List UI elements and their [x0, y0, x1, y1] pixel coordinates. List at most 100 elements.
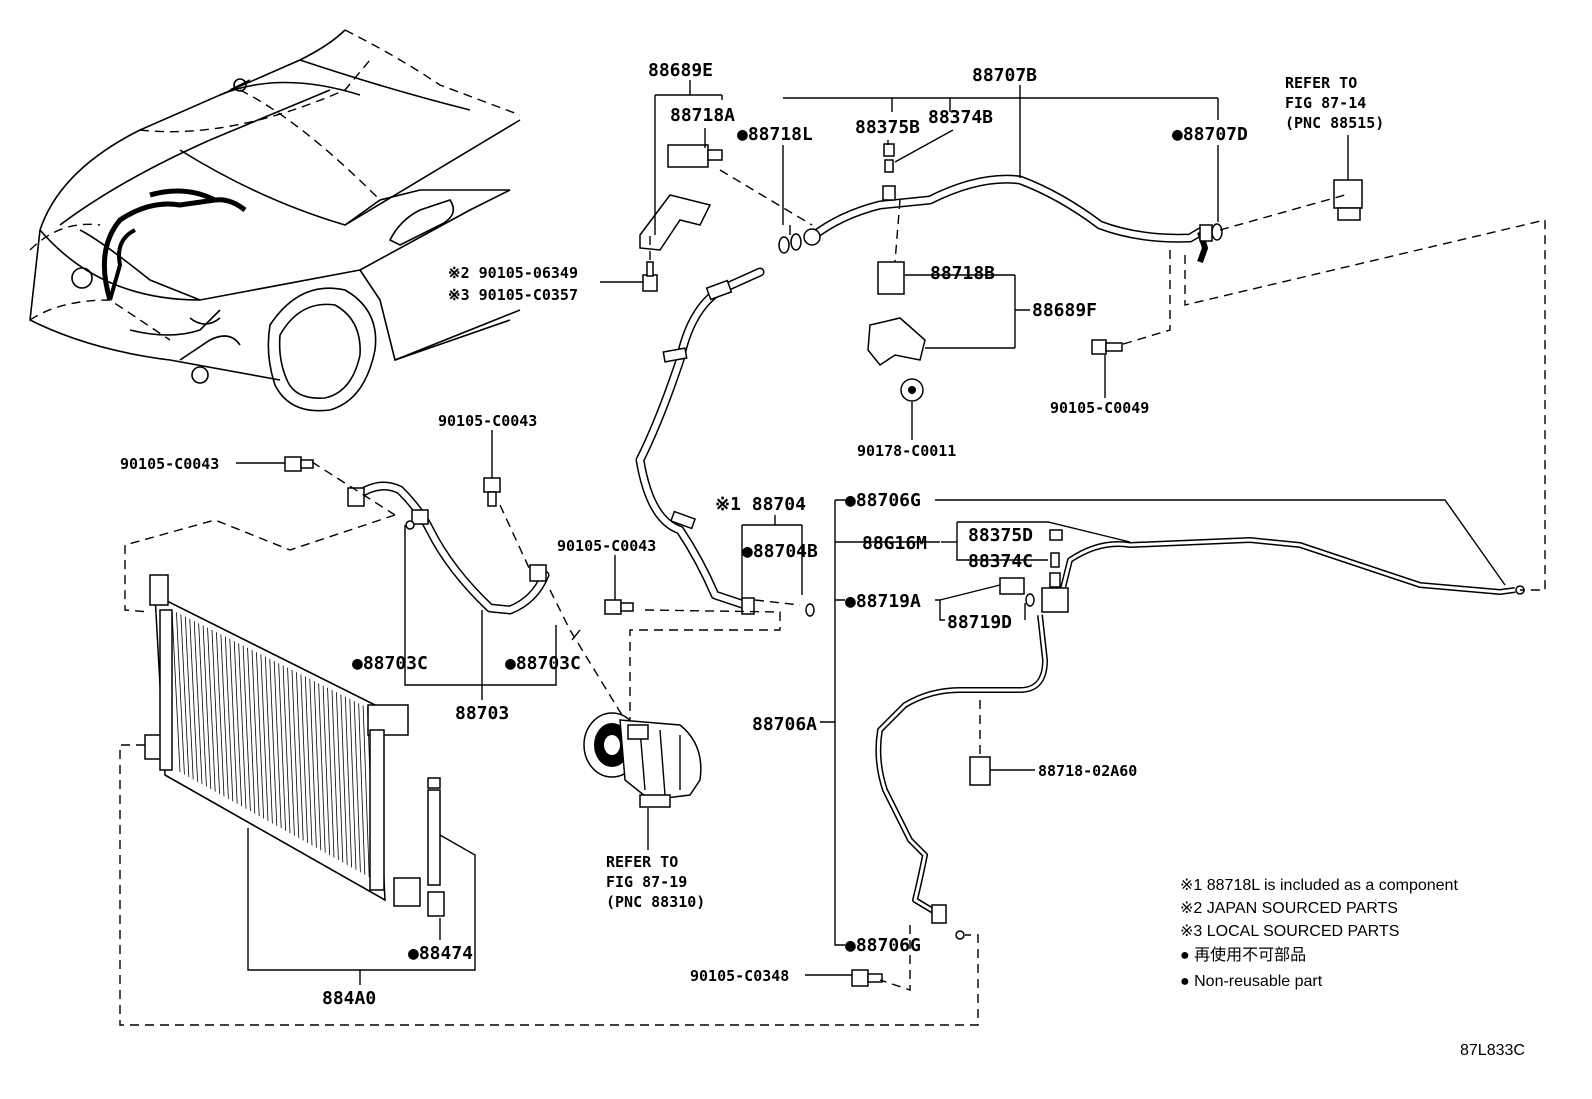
condenser-fin	[362, 705, 370, 878]
label-88718l: ●88718L	[737, 124, 813, 145]
condenser-fin	[300, 674, 308, 843]
label-88704b: ●88704B	[742, 541, 818, 562]
condenser-fin	[331, 689, 339, 861]
note-1: ※1 88718L is included as a component	[1180, 877, 1458, 894]
condenser-fin	[256, 652, 264, 819]
condenser-fin	[247, 647, 256, 814]
condenser-fin	[202, 625, 212, 790]
label-884a0: 884A0	[322, 988, 376, 1009]
label-90105-c0043-left: 90105-C0043	[120, 455, 219, 473]
figure-code: 87L833C	[1460, 1042, 1525, 1059]
refer-88515-line3: (PNC 88515)	[1285, 114, 1384, 132]
condenser-fin	[216, 632, 225, 797]
condenser-fin	[287, 667, 295, 836]
assembly-dashed-lines	[119, 169, 1546, 1026]
condenser-fin	[184, 616, 194, 780]
label-90105-c0348: 90105-C0348	[690, 967, 789, 985]
discharge-hose-88703	[347, 481, 550, 615]
condenser-fin	[278, 663, 286, 831]
condenser-fin	[273, 661, 282, 829]
condenser-fin	[260, 654, 269, 821]
refer-88310-line2: FIG 87-19	[606, 873, 687, 891]
label-88704: ※1 88704	[715, 494, 806, 515]
label-88718-02a60: 88718-02A60	[1038, 762, 1137, 780]
legend-notes: ※1 88718L is included as a component ※2 …	[1180, 877, 1458, 990]
label-88706a: 88706A	[752, 714, 817, 735]
refer-88310-line3: (PNC 88310)	[606, 893, 705, 911]
condenser-fin	[336, 692, 344, 863]
vehicle-illustration	[29, 29, 521, 412]
condenser-884a0	[144, 574, 445, 917]
condenser-fin	[180, 614, 190, 777]
note-5: ● Non-reusable part	[1180, 973, 1323, 990]
label-88374c: 88374C	[968, 551, 1033, 572]
condenser-fin	[282, 665, 291, 834]
label-90105-c0043-mid: 90105-C0043	[438, 412, 537, 430]
condenser-fin	[291, 669, 300, 839]
condenser-fin	[171, 609, 181, 773]
label-88718a: 88718A	[670, 105, 735, 126]
condenser-fin	[211, 629, 220, 795]
brackets-and-fasteners	[284, 143, 1363, 987]
condenser-fin	[189, 618, 198, 782]
condenser-fin	[340, 694, 348, 865]
suction-hose-88707b	[803, 174, 1213, 264]
condenser-fin	[238, 643, 247, 809]
label-88689e: 88689E	[648, 60, 713, 81]
suction-hose-88704	[635, 267, 765, 615]
label-88707b: 88707B	[972, 65, 1037, 86]
condenser-fin	[313, 681, 322, 851]
label-88689f: 88689F	[1032, 300, 1097, 321]
label-88703: 88703	[455, 703, 509, 724]
label-88706g-top: ●88706G	[845, 490, 921, 511]
label-90178-c0011: 90178-C0011	[857, 442, 956, 460]
leader-lines	[236, 80, 1506, 985]
condenser-fin	[207, 627, 216, 792]
condenser-fin	[251, 649, 260, 817]
label-90105-c0043-right: 90105-C0043	[557, 537, 656, 555]
condenser-fin	[220, 634, 229, 799]
label-88719d: 88719D	[947, 612, 1012, 633]
condenser-fin	[198, 623, 207, 787]
condenser-fin	[296, 672, 304, 841]
condenser-fin	[233, 641, 242, 807]
condenser-fin	[269, 658, 278, 826]
condenser-fin	[322, 685, 330, 856]
compressor-illustration	[583, 712, 702, 808]
label-88718b: 88718B	[930, 263, 995, 284]
label-88707d: ●88707D	[1172, 124, 1248, 145]
condenser-fin	[304, 676, 313, 846]
label-88375d: 88375D	[968, 525, 1033, 546]
condenser-fin	[327, 687, 335, 858]
refer-88515-line2: FIG 87-14	[1285, 94, 1366, 112]
condenser-fin	[318, 683, 326, 853]
condenser-fin	[309, 678, 317, 848]
label-88706g-bottom: ●88706G	[845, 935, 921, 956]
condenser-fin	[176, 612, 185, 775]
part-labels: 88689E 88718A ●88718L 88707B 88375B 8837…	[120, 60, 1384, 1009]
condenser-fin	[344, 696, 352, 868]
label-90105-c0357: ※3 90105-C0357	[448, 286, 578, 304]
condenser-fin	[353, 701, 361, 873]
condenser-fin	[264, 656, 273, 824]
label-88703c-right: ●88703C	[505, 653, 581, 674]
label-88374b: 88374B	[928, 107, 993, 128]
label-88703c-left: ●88703C	[352, 653, 428, 674]
label-90105-c0049: 90105-C0049	[1050, 399, 1149, 417]
note-4: ● 再使用不可部品	[1180, 946, 1306, 964]
condenser-fin	[229, 638, 238, 804]
condenser-fin	[358, 703, 366, 875]
note-2: ※2 JAPAN SOURCED PARTS	[1180, 900, 1398, 917]
note-3: ※3 LOCAL SOURCED PARTS	[1180, 923, 1399, 940]
label-88474: ●88474	[408, 943, 473, 964]
condenser-fin	[193, 621, 203, 785]
label-88719a: ●88719A	[845, 591, 921, 612]
condenser-fin	[242, 645, 251, 812]
refer-88515-line1: REFER TO	[1285, 74, 1357, 92]
label-88375b: 88375B	[855, 117, 920, 138]
condenser-fin	[349, 698, 357, 870]
label-88g16m: 88G16M	[862, 533, 927, 554]
condenser-fin	[224, 636, 234, 802]
